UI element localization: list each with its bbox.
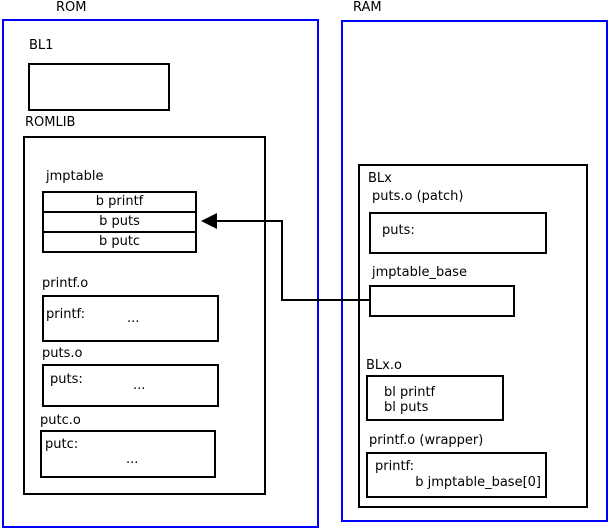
putc-o-box: putc: ... <box>40 430 216 478</box>
blx-o-label: BLx.o <box>366 358 402 373</box>
jmptable-label: jmptable <box>46 169 104 184</box>
romlib-box <box>23 136 266 495</box>
printf-o-box: printf: ... <box>42 295 219 342</box>
blx-box <box>358 164 588 508</box>
bl1-label: BL1 <box>29 38 54 53</box>
jmptable-row-printf: b printf <box>42 191 197 213</box>
printf-wrapper-branch: b jmptable_base[0] <box>415 475 541 490</box>
jmptable-base-label: jmptable_base <box>372 265 467 280</box>
putc-o-dots: ... <box>126 452 139 467</box>
jmptable-base-box <box>369 285 515 317</box>
printf-o-symbol: printf: <box>46 307 86 322</box>
jmptable-row-puts: b puts <box>42 211 197 233</box>
puts-o-dots: ... <box>133 378 146 393</box>
puts-o-label: puts.o <box>42 346 83 361</box>
jmptable-row-putc: b putc <box>42 231 197 253</box>
putc-o-symbol: putc: <box>45 437 79 452</box>
printf-o-dots: ... <box>127 311 140 326</box>
printf-wrapper-symbol: printf: <box>375 459 415 474</box>
blx-o-box: bl printf bl puts <box>366 375 504 421</box>
blx-label: BLx <box>368 171 392 186</box>
rom-label: ROM <box>56 0 87 15</box>
puts-patch-symbol: puts: <box>382 223 415 238</box>
printf-o-label: printf.o <box>42 276 89 291</box>
jmptable-box: b printf b puts b putc <box>42 191 197 253</box>
bl1-box <box>28 63 170 111</box>
printf-wrapper-box: printf: b jmptable_base[0] <box>366 452 547 498</box>
blx-o-line2: bl puts <box>384 400 429 415</box>
puts-patch-box: puts: <box>369 212 547 254</box>
blx-o-line1: bl printf <box>384 385 436 400</box>
putc-o-label: putc.o <box>40 413 81 428</box>
ram-label: RAM <box>353 0 382 15</box>
printf-wrapper-label: printf.o (wrapper) <box>369 433 484 448</box>
puts-patch-label: puts.o (patch) <box>372 189 464 204</box>
romlib-label: ROMLIB <box>25 115 76 130</box>
puts-o-symbol: puts: <box>50 372 83 387</box>
puts-o-box: puts: ... <box>42 364 219 407</box>
